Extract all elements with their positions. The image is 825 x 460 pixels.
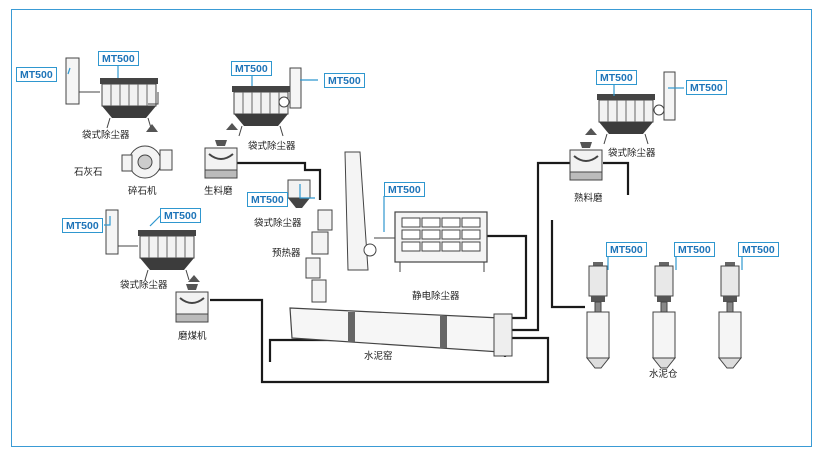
mt500-tag-esp: MT500	[384, 182, 425, 197]
mt500-tag-top-mid-stack: MT500	[324, 73, 365, 88]
mt500-tag-left-stack: MT500	[62, 218, 103, 233]
label-limestone: 石灰石	[74, 167, 103, 178]
mt500-tag-top-left-stack: MT500	[16, 67, 57, 82]
label-raw-mill: 生料磨	[204, 186, 233, 197]
label-kiln: 水泥窑	[364, 351, 393, 362]
mt500-tag-silo-2: MT500	[674, 242, 715, 257]
label-crusher: 碎石机	[128, 186, 157, 197]
label-preheater: 预热器	[272, 248, 301, 259]
label-baghouse-top-mid: 袋式除尘器	[248, 141, 296, 152]
label-baghouse-left: 袋式除尘器	[120, 280, 168, 291]
diagram-frame	[11, 9, 812, 447]
mt500-tag-left-baghouse: MT500	[160, 208, 201, 223]
mt500-tag-preheater-baghouse: MT500	[247, 192, 288, 207]
mt500-tag-top-mid-baghouse: MT500	[231, 61, 272, 76]
mt500-tag-silo-3: MT500	[738, 242, 779, 257]
label-baghouse-preheater: 袋式除尘器	[254, 218, 302, 229]
label-coal-mill: 磨煤机	[178, 331, 207, 342]
label-cement-silo: 水泥仓	[649, 369, 678, 380]
mt500-tag-top-left-baghouse: MT500	[98, 51, 139, 66]
label-esp: 静电除尘器	[412, 291, 460, 302]
label-clinker-mill: 熟料磨	[574, 193, 603, 204]
mt500-tag-silo-1: MT500	[606, 242, 647, 257]
mt500-tag-right-baghouse: MT500	[596, 70, 637, 85]
mt500-tag-right-stack: MT500	[686, 80, 727, 95]
label-baghouse-top-left: 袋式除尘器	[82, 130, 130, 141]
label-baghouse-right: 袋式除尘器	[608, 148, 656, 159]
